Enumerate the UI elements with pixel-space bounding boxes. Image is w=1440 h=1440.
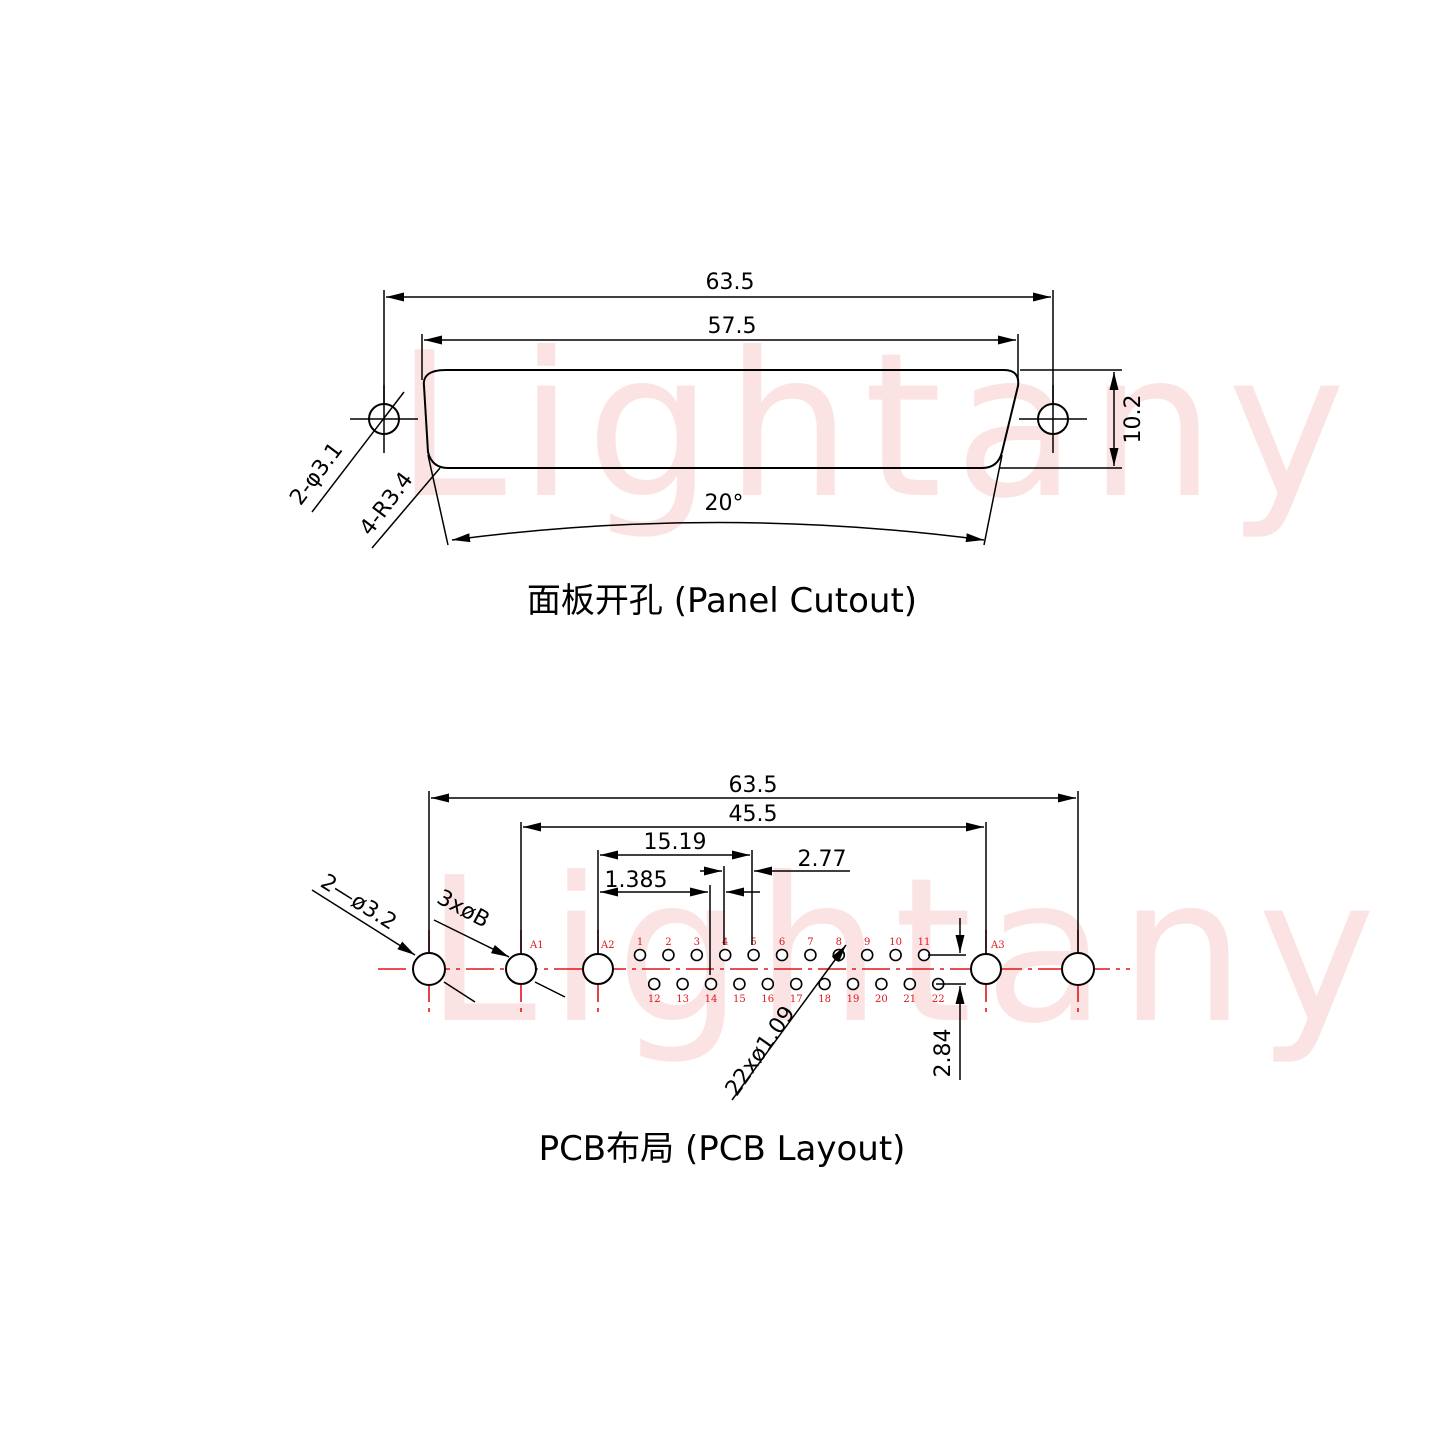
pcb-dim-overall: 63.5 — [729, 773, 778, 798]
pin-label-12: 12 — [648, 994, 661, 1005]
pin-11 — [917, 948, 931, 962]
pin-21 — [903, 977, 917, 991]
pin-label-10: 10 — [889, 937, 902, 948]
pin-label-17: 17 — [790, 994, 803, 1005]
pin-2 — [662, 948, 675, 962]
pin-12 — [647, 977, 661, 991]
panel-label-holes: 2-φ3.1 — [285, 438, 348, 510]
pin-label-8: 8 — [836, 937, 842, 948]
pin-label-16: 16 — [761, 994, 774, 1005]
pin-label-4: 4 — [722, 937, 728, 948]
pcb-dim-mid: 45.5 — [729, 802, 778, 827]
pin-label-2: 2 — [665, 937, 671, 948]
panel-caption: 面板开孔 (Panel Cutout) — [527, 581, 917, 621]
pin-20 — [875, 977, 888, 991]
pcb-coax-hole-a1 — [505, 953, 537, 985]
pin-label-6: 6 — [779, 937, 785, 948]
coax-label-a2: A2 — [600, 940, 615, 951]
pin-label-21: 21 — [903, 994, 916, 1005]
pcb-label-mount: 2—ø3.2 — [316, 870, 401, 936]
pin-13 — [676, 977, 689, 991]
pin-label-9: 9 — [864, 937, 870, 948]
pin-1 — [633, 948, 647, 962]
coax-label-a3: A3 — [990, 940, 1005, 951]
pin-7 — [804, 948, 817, 962]
pin-4 — [718, 948, 732, 962]
pin-label-1: 1 — [637, 937, 643, 948]
pin-10 — [889, 948, 902, 962]
pin-label-15: 15 — [733, 994, 746, 1005]
pin-label-3: 3 — [694, 937, 700, 948]
pin-18 — [818, 977, 831, 991]
pin-label-7: 7 — [807, 937, 813, 948]
pin-row-top: 1 2 3 4 5 6 7 8 9 10 11 — [633, 937, 931, 962]
pcb-mount-hole-left — [412, 952, 446, 986]
pin-label-14: 14 — [705, 994, 718, 1005]
pin-label-19: 19 — [847, 994, 860, 1005]
pin-label-13: 13 — [676, 994, 689, 1005]
pin-label-22: 22 — [932, 994, 945, 1005]
pcb-dim-row: 15.19 — [644, 830, 707, 855]
panel-dim-overall: 63.5 — [706, 270, 755, 295]
pin-17 — [789, 977, 803, 991]
pin-19 — [846, 977, 860, 991]
panel-dim-height: 10.2 — [1121, 395, 1146, 444]
watermark-bottom: Lightany — [425, 835, 1388, 1068]
pin-14 — [704, 977, 718, 991]
pin-label-18: 18 — [818, 994, 831, 1005]
pcb-coax-hole-a3 — [970, 953, 1002, 985]
pin-label-11: 11 — [918, 937, 931, 948]
pcb-mount-hole-right — [1061, 952, 1095, 986]
panel-dim-angle: 20° — [705, 491, 744, 516]
pcb-dim-pitch: 2.77 — [798, 847, 847, 872]
pin-6 — [775, 948, 789, 962]
pcb-dim-offset: 1.385 — [605, 868, 668, 893]
pin-5 — [747, 948, 760, 962]
coax-label-a1: A1 — [529, 940, 544, 951]
pin-label-20: 20 — [875, 994, 888, 1005]
pcb-coax-hole-a2 — [582, 953, 614, 985]
pin-15 — [733, 977, 746, 991]
pin-9 — [860, 948, 874, 962]
pin-label-5: 5 — [750, 937, 756, 948]
pcb-dim-rowgap: 2.84 — [931, 1029, 956, 1078]
panel-dim-inner: 57.5 — [708, 314, 757, 339]
watermark-top: Lightany — [395, 310, 1358, 543]
pcb-caption: PCB布局 (PCB Layout) — [539, 1129, 906, 1169]
pin-3 — [690, 948, 704, 962]
pin-16 — [761, 977, 775, 991]
